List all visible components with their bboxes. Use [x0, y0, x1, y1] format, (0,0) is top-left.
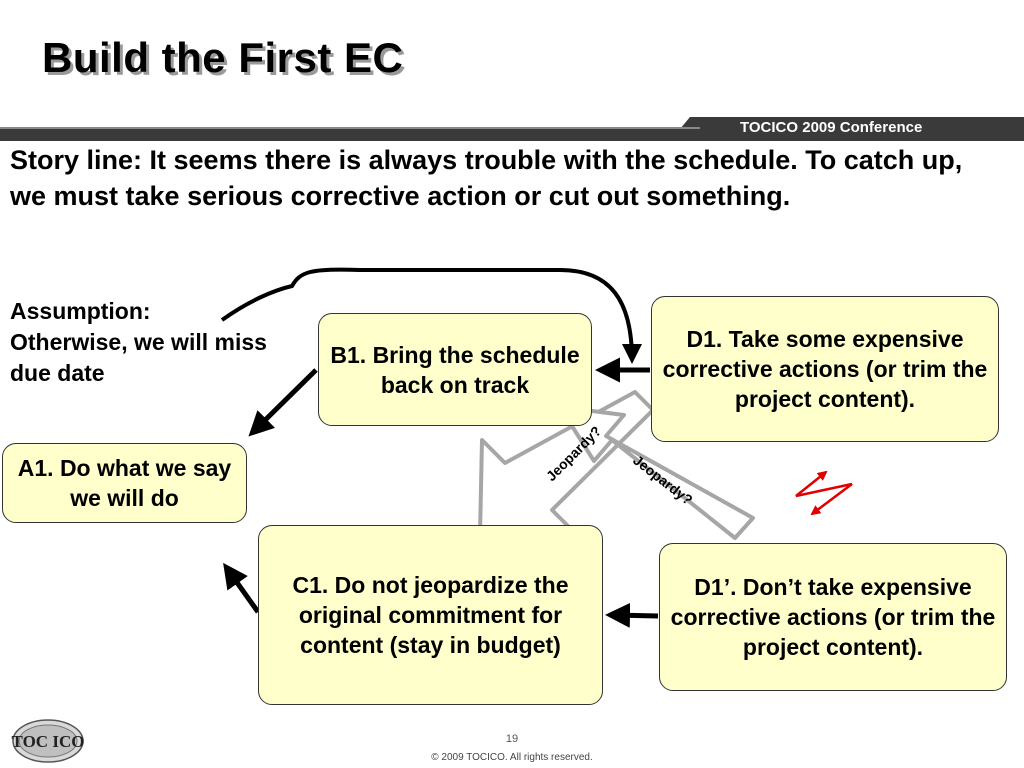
- box-d1-prime-want: D1’. Don’t take expensive corrective act…: [659, 543, 1007, 691]
- copyright-notice: © 2009 TOCICO. All rights reserved.: [431, 752, 593, 763]
- box-a1-objective: A1. Do what we say we will do: [2, 443, 247, 523]
- arrow-d1p-to-c1: [605, 602, 659, 628]
- assumption-text: Assumption: Otherwise, we will miss due …: [10, 298, 267, 386]
- jeopardy-label-1: Jeopardy?: [543, 423, 604, 484]
- conference-bar: [0, 117, 1024, 141]
- conference-label: TOCICO 2009 Conference: [740, 119, 923, 136]
- arrow-c1-to-a1: [223, 562, 261, 614]
- box-d1-want: D1. Take some expensive corrective actio…: [651, 296, 999, 442]
- svg-text:TOC ICO: TOC ICO: [12, 732, 85, 751]
- slide-title: Build the First EC: [42, 34, 404, 81]
- conflict-lightning-arrow: [795, 470, 853, 516]
- jeopardy-label-2: Jeopardy?: [630, 452, 696, 508]
- box-c1-need: C1. Do not jeopardize the original commi…: [258, 525, 603, 705]
- page-number: 19: [505, 733, 519, 745]
- story-line: Story line: It seems there is always tro…: [10, 145, 963, 211]
- tocico-logo-icon: TOC ICO: [12, 719, 85, 763]
- box-b1-need: B1. Bring the schedule back on track: [318, 313, 592, 426]
